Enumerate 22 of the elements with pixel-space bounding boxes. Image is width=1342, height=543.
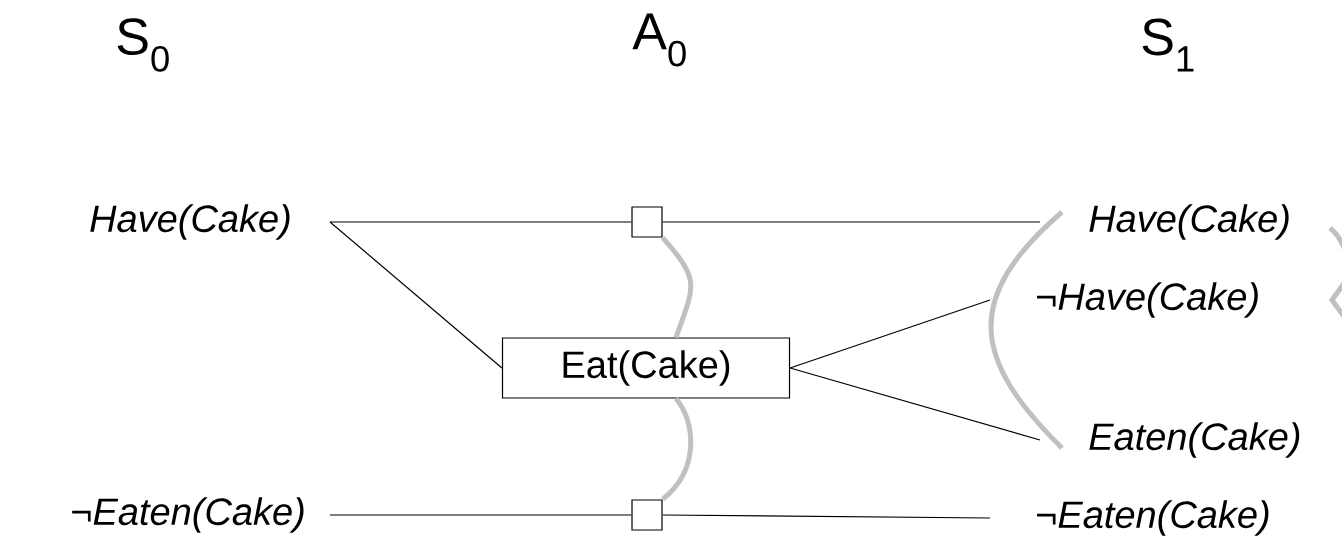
connector-line [662, 221, 1041, 223]
connector-line [329, 221, 632, 223]
state-literal: Eaten(Cake) [1089, 422, 1300, 458]
state-literal: Have(Cake) [1089, 204, 1289, 240]
mutex-arc [988, 210, 1064, 450]
action-box: Eat(Cake) [501, 337, 791, 399]
level-heading: S$_{1}$ [1142, 18, 1194, 72]
connector-line [329, 221, 503, 369]
state-literal: Have(Cake) [90, 204, 290, 240]
persistence-box [631, 499, 663, 531]
state-literal: ¬Eaten(Cake) [72, 497, 304, 533]
state-literal: ¬Eaten(Cake) [1037, 500, 1269, 536]
level-heading: S$_{0}$ [117, 18, 169, 72]
mutex-arc [660, 397, 694, 502]
connector-line [662, 514, 991, 519]
state-literal: ¬Have(Cake) [1037, 282, 1258, 318]
connector-line [789, 367, 1041, 441]
connector-line [789, 299, 991, 369]
mutex-arc [660, 235, 694, 339]
connector-line [329, 514, 632, 516]
level-heading: A$_{0}$ [632, 13, 686, 67]
persistence-box [631, 206, 663, 238]
